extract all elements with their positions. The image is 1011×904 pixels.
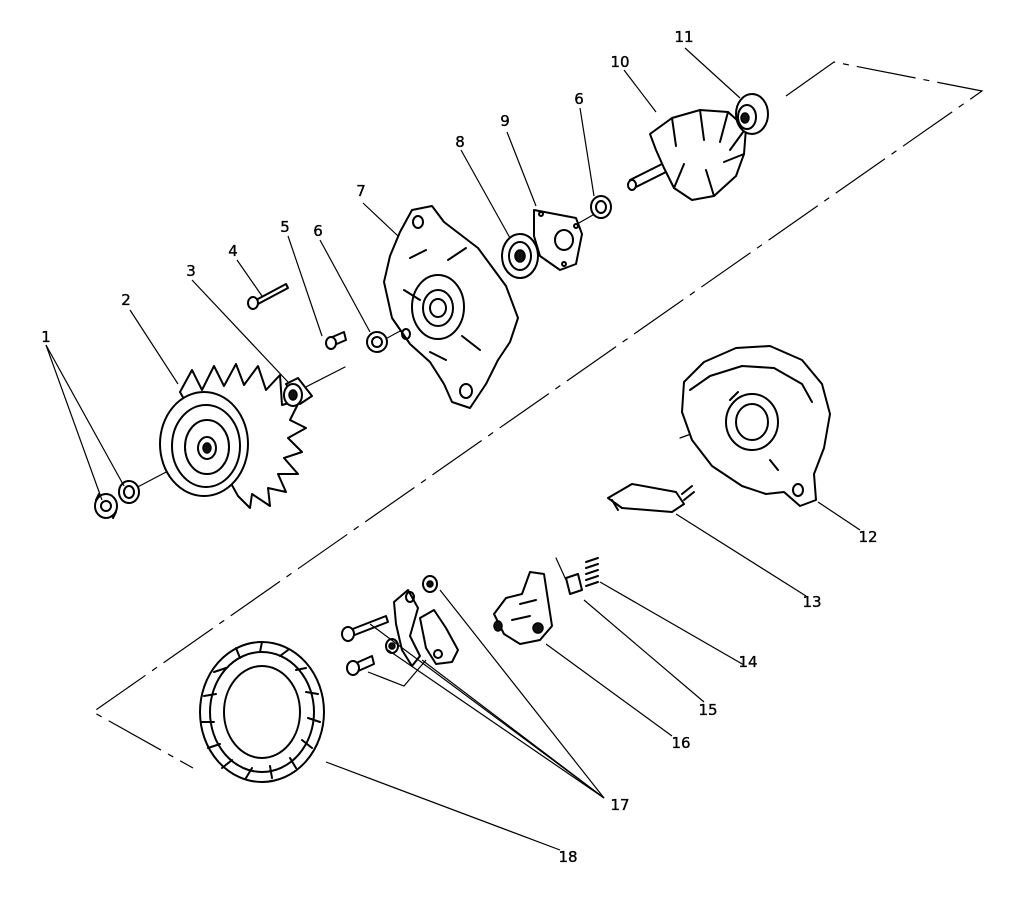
- callout-7: 7: [356, 182, 366, 200]
- part-regulator: [607, 483, 695, 513]
- part-bearing: [501, 233, 539, 279]
- callout-8: 8: [455, 133, 465, 151]
- callout-6-right: 6: [574, 90, 584, 108]
- part-spring: [585, 557, 599, 587]
- callout-12: 12: [858, 528, 877, 546]
- callout-10: 10: [610, 53, 629, 71]
- part-washer-right: [590, 195, 612, 219]
- part-rotor: [627, 109, 747, 201]
- callout-11: 11: [674, 28, 693, 46]
- callout-17: 17: [610, 796, 629, 814]
- part-nut-and-washer: [94, 480, 140, 519]
- part-screws-insulators-nuts: [341, 575, 459, 676]
- part-retainer-plate: [533, 209, 583, 271]
- callout-6-left: 6: [313, 222, 323, 240]
- callout-4: 4: [228, 242, 238, 260]
- part-spacer: [283, 377, 313, 407]
- part-drive-end-frame: [383, 205, 519, 409]
- part-rear-bearing: [735, 93, 769, 135]
- part-washer-left: [366, 331, 388, 353]
- part-screw: [325, 331, 347, 350]
- part-stator: [199, 641, 325, 783]
- callout-14: 14: [738, 653, 757, 671]
- callout-9: 9: [500, 112, 510, 130]
- part-brush-holder: [493, 571, 553, 645]
- callout-18: 18: [558, 848, 577, 866]
- callout-15: 15: [698, 701, 717, 719]
- callout-16: 16: [671, 734, 690, 752]
- callout-labels: 1 2 3 4 5 6 6 7 8 9 10 11 12 13 14 15 16…: [41, 28, 878, 866]
- part-brush: [555, 557, 583, 595]
- callout-2: 2: [121, 291, 131, 309]
- leader-lines: [45, 47, 861, 851]
- part-pulley-fan: [159, 363, 307, 509]
- part-rear-housing: [681, 345, 831, 507]
- callout-13: 13: [802, 593, 821, 611]
- phantom-lines: [91, 61, 984, 769]
- callout-3: 3: [186, 262, 196, 280]
- part-through-bolt: [247, 283, 289, 310]
- callout-5: 5: [280, 218, 290, 236]
- callout-1: 1: [41, 328, 51, 346]
